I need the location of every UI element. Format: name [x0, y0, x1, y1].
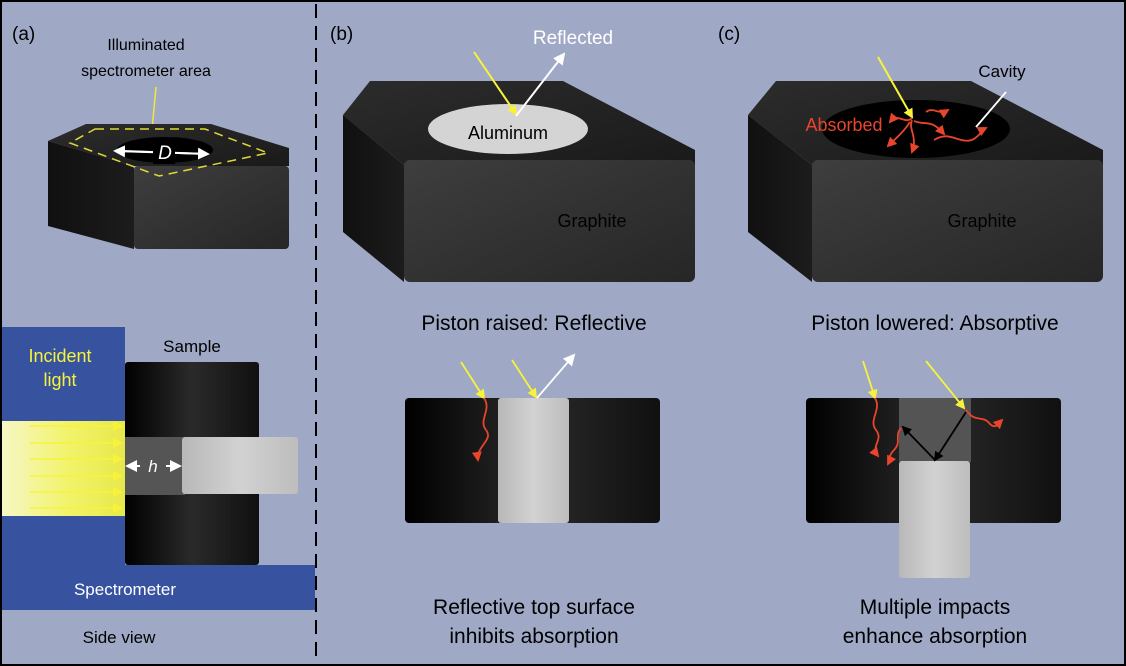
absorbed-path-c1	[869, 397, 880, 458]
illuminated-area-label-line1: Illuminated	[107, 37, 184, 54]
bounce-arrow-down	[933, 411, 967, 462]
incident-light-label-line2: light	[43, 370, 76, 390]
cavity-pointer-line	[975, 91, 1007, 128]
incident-arrow-c2	[925, 360, 966, 410]
incident-light-beam	[0, 421, 125, 516]
absorptive-caption-line1: Multiple impacts	[860, 596, 1011, 619]
panel-a-label: (a)	[12, 24, 35, 45]
incident-arrow-b1	[460, 361, 486, 400]
small-block-left-face	[48, 141, 134, 249]
spectrometer-label: Spectrometer	[74, 580, 176, 599]
diameter-symbol: D	[158, 143, 172, 164]
incident-arrow-c-top	[877, 56, 913, 119]
small-block-front-face	[134, 166, 289, 249]
aluminum-label: Aluminum	[468, 123, 548, 143]
cavity-label: Cavity	[978, 62, 1026, 81]
illuminated-area-label-line2: spectrometer area	[81, 63, 211, 80]
gap-symbol: h	[148, 457, 157, 476]
scatter-rays-c-top	[886, 108, 988, 154]
graphite-label-b: Graphite	[557, 211, 626, 231]
reflective-caption-line1: Reflective top surface	[433, 596, 635, 619]
cavity-cross-section	[899, 398, 971, 462]
sample-label: Sample	[163, 337, 221, 356]
absorbed-label: Absorbed	[805, 115, 882, 135]
illuminated-area-outline	[68, 128, 271, 177]
absorptive-block-left-face	[748, 115, 812, 282]
reflective-caption-line2: inhibits absorption	[449, 625, 618, 648]
panel-b-label: (b)	[330, 24, 353, 45]
incident-light-rays	[30, 421, 123, 513]
reflected-arrow-b2	[536, 353, 576, 399]
absorbed-path-c3	[887, 427, 902, 466]
graphite-label-c: Graphite	[947, 211, 1016, 231]
diameter-label-bg	[153, 140, 175, 164]
absorbed-path-b	[471, 397, 489, 462]
reflective-block	[343, 81, 695, 282]
incident-light-label-line1: Incident	[28, 346, 91, 366]
spectrometer-base	[0, 565, 315, 610]
piston-lowered-caption: Piston lowered: Absorptive	[811, 312, 1058, 335]
small-sample-block: D	[48, 124, 289, 249]
absorbed-path-c2	[965, 409, 1004, 430]
reflected-arrow-b-top	[515, 52, 566, 117]
aluminum-piston-lowered	[899, 461, 970, 578]
absorptive-cross-section	[806, 360, 1061, 578]
cavity-opening	[822, 100, 1010, 158]
area-pointer-line	[151, 86, 157, 131]
absorptive-caption-line2: enhance absorption	[843, 625, 1027, 648]
aluminum-piston-raised	[498, 398, 569, 523]
side-view-apparatus: h	[0, 327, 315, 610]
absorptive-block	[748, 81, 1103, 282]
panel-c-label: (c)	[718, 24, 740, 45]
spectrometer-upper-wall	[0, 327, 125, 421]
piston-side	[182, 437, 298, 494]
incident-arrow-b-top	[473, 51, 518, 116]
reflective-cross-section	[405, 353, 660, 523]
bounce-arrow-up	[901, 425, 936, 461]
absorptive-block-front-face	[812, 160, 1103, 282]
incident-arrow-c1	[862, 360, 878, 400]
reflective-block-front-face	[404, 160, 695, 282]
reflective-block-left-face	[343, 115, 404, 282]
reflected-label: Reflected	[533, 28, 613, 49]
piston-raised-caption: Piston raised: Reflective	[421, 312, 646, 335]
spectrometer-lower-wall	[0, 516, 125, 566]
side-view-caption: Side view	[83, 628, 156, 647]
incident-arrow-b2	[511, 359, 538, 399]
aluminum-surface	[428, 104, 588, 154]
